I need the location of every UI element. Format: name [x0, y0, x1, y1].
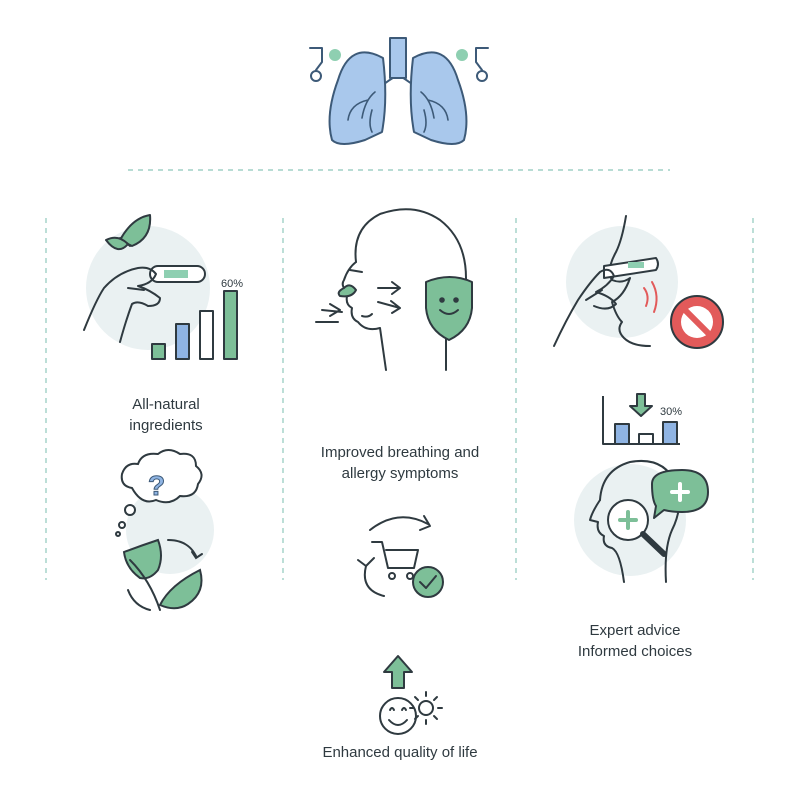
right-feature-label: Expert advice Informed choices — [560, 620, 710, 662]
left-bar-chart — [151, 290, 238, 360]
shopping-cart-cycle-icon — [357, 515, 444, 598]
hand-holding-test-strip-icon — [83, 214, 210, 350]
center-feature-label: Improved breathing and allergy symptoms — [300, 442, 500, 484]
left-percent-label: 60% — [221, 278, 243, 290]
left-label-line-1: All-natural — [132, 396, 200, 413]
nasal-strip-no-symbol-icon — [553, 215, 724, 349]
question-mark-glyph: ? — [148, 470, 165, 501]
left-feature-label: All-natural ingredients — [96, 394, 236, 436]
bottom-feature-label: Enhanced quality of life — [290, 742, 510, 763]
center-label-line-1: Improved breathing and — [320, 444, 480, 461]
bottom-label: Enhanced quality of life — [322, 744, 478, 761]
dividers — [45, 169, 754, 580]
head-magnifier-advice-icon — [574, 460, 709, 583]
face-breathing-icon — [315, 208, 473, 371]
left-label-line-2: ingredients — [129, 417, 203, 434]
bar-decrease-icon — [602, 393, 680, 445]
right-label-line-2: Informed choices — [577, 643, 693, 660]
right-label-line-1: Expert advice — [589, 622, 681, 639]
lungs-icon — [309, 37, 489, 145]
center-label-line-2: allergy symptoms — [341, 465, 459, 482]
leaves-cycle-icon — [122, 538, 203, 611]
smiley-sun-icon — [379, 655, 443, 735]
right-percent-label: 30% — [660, 406, 682, 418]
